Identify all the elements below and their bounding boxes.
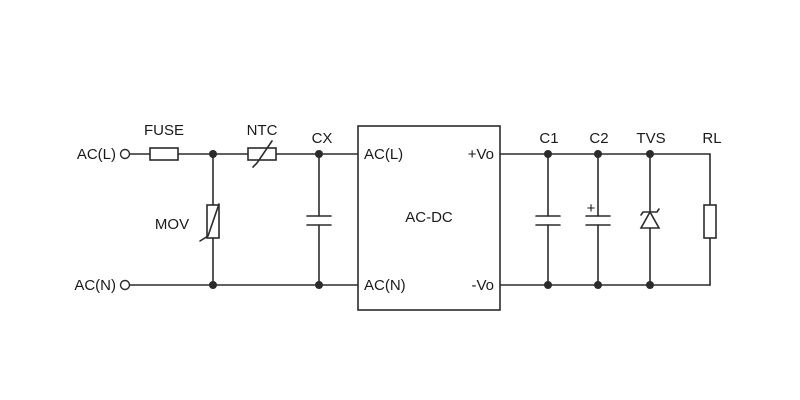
cx-capacitor bbox=[306, 153, 332, 286]
ntc-label: NTC bbox=[247, 122, 278, 139]
fuse-label: FUSE bbox=[144, 122, 184, 139]
junction-dots bbox=[209, 150, 654, 289]
mov-varistor bbox=[199, 153, 220, 286]
ac-dc-module bbox=[357, 125, 501, 311]
module-title: AC-DC bbox=[405, 209, 453, 226]
mov-label: MOV bbox=[155, 216, 189, 233]
ntc-thermistor bbox=[247, 140, 277, 168]
terminal-ac-l-label: AC(L) bbox=[77, 146, 116, 163]
module-pin-vo-neg: -Vo bbox=[471, 277, 494, 294]
fuse bbox=[149, 147, 179, 161]
terminal-ac-l bbox=[119, 148, 131, 160]
c2-label: C2 bbox=[589, 130, 608, 147]
terminal-ac-n-label: AC(N) bbox=[74, 277, 116, 294]
terminal-ac-n bbox=[119, 279, 131, 291]
module-pin-ac-l: AC(L) bbox=[364, 146, 403, 163]
tvs-label: TVS bbox=[636, 130, 665, 147]
rl-label: RL bbox=[702, 130, 721, 147]
wire-top-output bbox=[499, 153, 711, 206]
module-pin-ac-n: AC(N) bbox=[364, 277, 406, 294]
c1-capacitor bbox=[535, 153, 561, 286]
module-pin-vo-pos: +Vo bbox=[468, 146, 494, 163]
cx-label: CX bbox=[312, 130, 333, 147]
c2-electrolytic-capacitor bbox=[585, 153, 611, 286]
rl-load-resistor bbox=[703, 204, 717, 239]
wire-bottom-output bbox=[499, 237, 711, 286]
tvs-diode bbox=[639, 153, 661, 286]
c2-polarity-mark: + bbox=[587, 200, 596, 217]
c1-label: C1 bbox=[539, 130, 558, 147]
